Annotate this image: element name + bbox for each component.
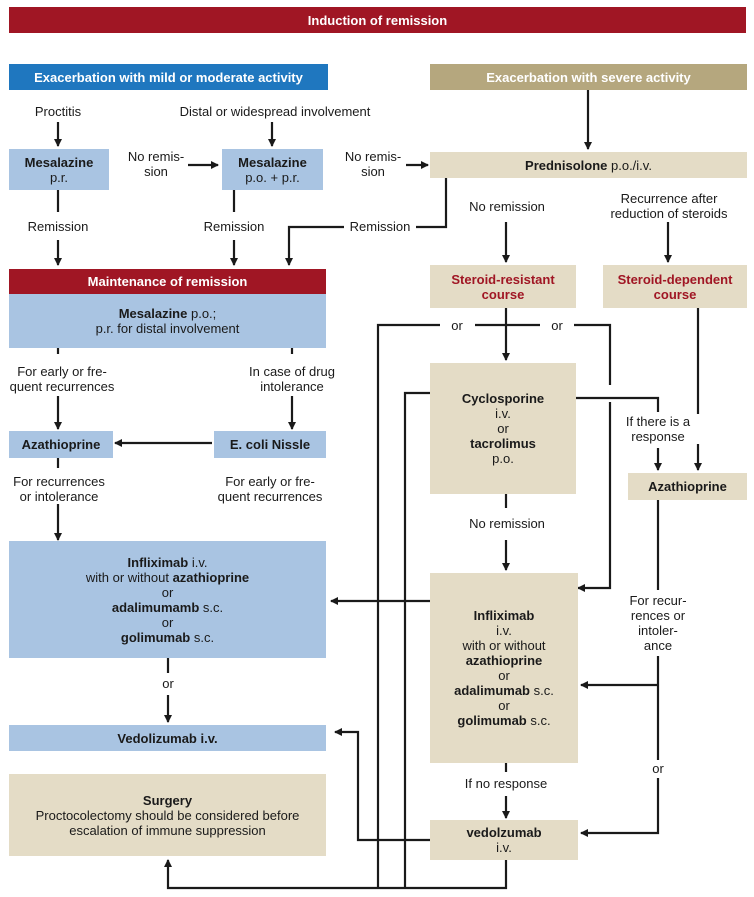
vedolizumab-left-box: Vedolizumab i.v.	[9, 725, 326, 751]
title-bar: Induction of remission	[9, 7, 746, 33]
or-label-2: or	[543, 318, 571, 333]
maintenance-box: Mesalazine p.o.; p.r. for distal involve…	[9, 294, 326, 348]
remission-label-2: Remission	[196, 219, 272, 234]
ecoli-nissle-box: E. coli Nissle	[214, 431, 326, 458]
no-remission-label-1: No remis-sion	[124, 149, 188, 179]
azathioprine-left-box: Azathioprine	[9, 431, 113, 458]
or-label-1: or	[443, 318, 471, 333]
no-remission-label-3: No remission	[460, 199, 554, 214]
early-frequent-label-1: For early or fre-quent recurrences	[6, 364, 118, 394]
severe-activity-header: Exacerbation with severe activity	[430, 64, 747, 90]
mild-activity-header: Exacerbation with mild or moderate activ…	[9, 64, 328, 90]
proctitis-label: Proctitis	[22, 104, 94, 119]
no-remission-label-4: No remission	[460, 516, 554, 531]
vedolzumab-right-box: vedolzumab i.v.	[430, 820, 578, 860]
steroid-resistant-box: Steroid-resistant course	[430, 265, 576, 308]
distal-label: Distal or widespread involvement	[170, 104, 380, 119]
no-remission-label-2: No remis-sion	[340, 149, 406, 179]
prednisolone-box: Prednisolone p.o./i.v.	[430, 152, 747, 178]
infliximab-left-box: Infliximab i.v. with or without azathiop…	[9, 541, 326, 658]
remission-label-3: Remission	[344, 219, 416, 234]
page-title: Induction of remission	[307, 12, 448, 28]
early-frequent-label-2: For early or fre-quent recurrences	[214, 474, 326, 504]
mesalazine-po-pr-box: Mesalazine p.o. + p.r.	[222, 149, 323, 190]
remission-label-1: Remission	[20, 219, 96, 234]
infliximab-right-box: Infliximab i.v. with or without azathiop…	[430, 573, 578, 763]
or-label-4: or	[644, 761, 672, 776]
steroid-dependent-box: Steroid-dependent course	[603, 265, 747, 308]
or-label-3: or	[154, 676, 182, 691]
if-no-response-label: If no response	[456, 776, 556, 791]
maintenance-header: Maintenance of remission	[9, 269, 326, 294]
mesalazine-pr-box: Mesalazine p.r.	[9, 149, 109, 190]
cyclosporine-box: Cyclosporine i.v. or tacrolimus p.o.	[430, 363, 576, 494]
azathioprine-right-box: Azathioprine	[628, 473, 747, 500]
surgery-box: Surgery Proctocolectomy should be consid…	[9, 774, 326, 856]
recurrences-intolerance-label-2: For recur- rences or intoler- ance	[620, 593, 696, 653]
